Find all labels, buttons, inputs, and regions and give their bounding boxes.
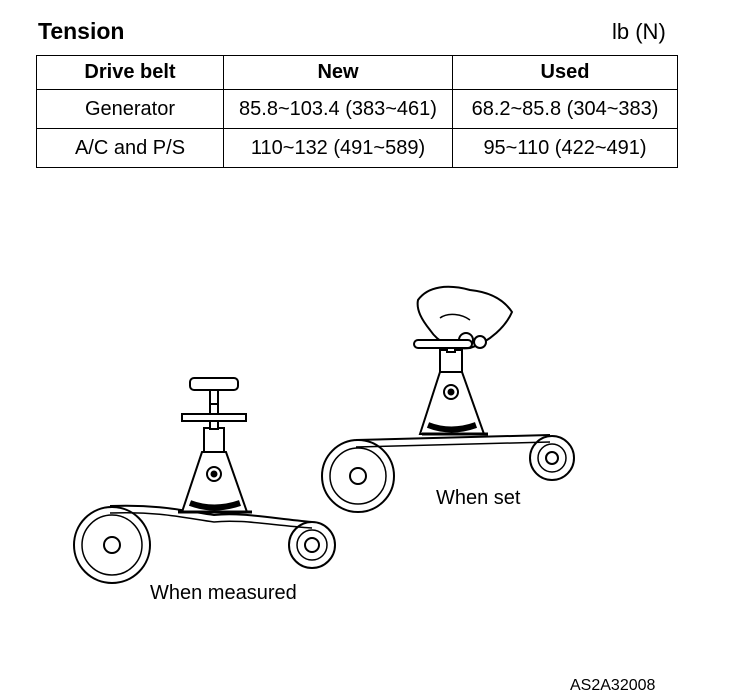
gauge-measured [73,377,336,584]
cell-used: 95~110 (422~491) [452,128,678,168]
cell-new: 110~132 (491~589) [223,128,453,168]
cell-used: 68.2~85.8 (304~383) [452,89,678,129]
page-title: Tension [38,18,125,44]
table-row: A/C and P/S 110~132 (491~589) 95~110 (42… [36,128,678,168]
label-when-set: When set [436,487,521,509]
cell-new: 85.8~103.4 (383~461) [223,89,453,129]
header-used: Used [452,55,678,90]
tension-table: Drive belt New Used Generator 85.8~103.4… [36,55,678,168]
table-header-row: Drive belt New Used [36,55,678,90]
figure-code: AS2A32008 [570,677,656,694]
label-when-measured: When measured [150,582,297,604]
cell-belt: A/C and P/S [36,128,224,168]
gauge-set [321,285,575,513]
table-row: Generator 85.8~103.4 (383~461) 68.2~85.8… [36,89,678,129]
units-label: lb (N) [612,19,666,44]
header-drive-belt: Drive belt [36,55,224,90]
